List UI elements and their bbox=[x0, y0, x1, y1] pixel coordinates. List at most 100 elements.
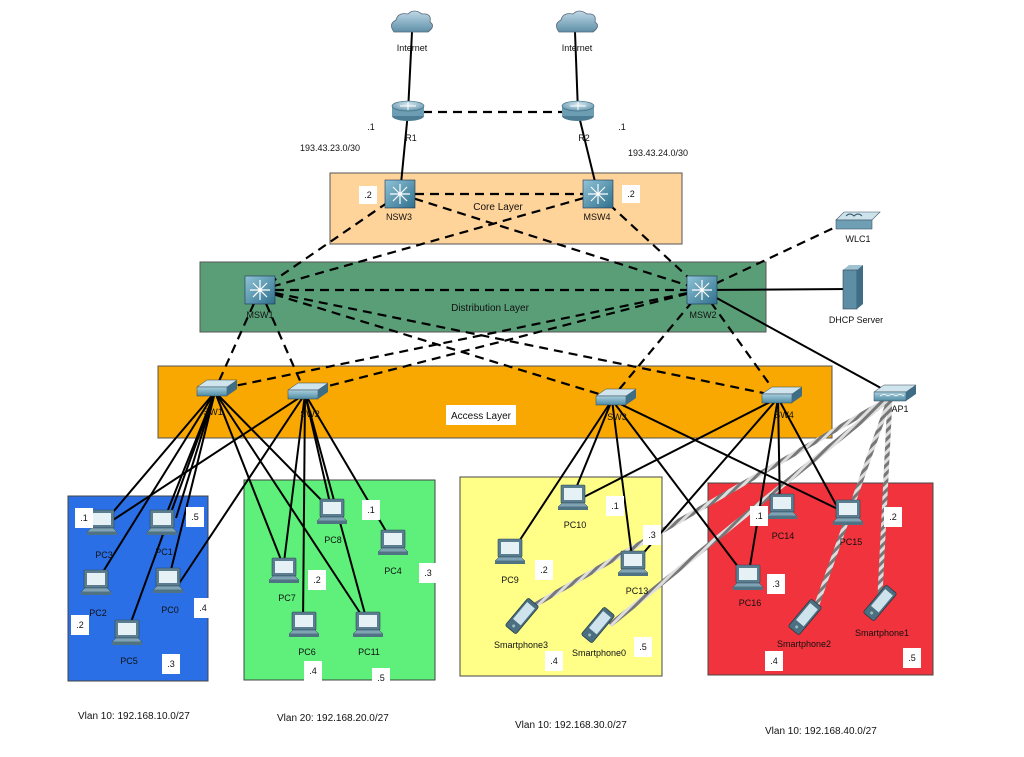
pc10-label: PC10 bbox=[564, 520, 587, 530]
host-id-tags: .1 .5 .2 .4 .3 .1 .3 .2 .4 .5 .1 .3 .2 .… bbox=[71, 496, 921, 688]
host-id-pc0: .4 bbox=[199, 603, 207, 613]
internet-label-2: Internet bbox=[562, 43, 593, 53]
host-id-pc3: .1 bbox=[80, 513, 88, 523]
r1-network-label: 193.43.23.0/30 bbox=[300, 143, 360, 153]
sw2-label: SW2 bbox=[300, 409, 320, 419]
multilayer-switch-icon-msw2[interactable] bbox=[686, 275, 718, 305]
computer-icon-pc7[interactable] bbox=[268, 557, 300, 583]
r1-host-id: .1 bbox=[367, 122, 375, 132]
vlan-yellow-label-box bbox=[510, 712, 626, 744]
ap1-label: AP1 bbox=[891, 404, 908, 414]
pc4-label: PC4 bbox=[384, 566, 402, 576]
router-icon-r2[interactable] bbox=[561, 100, 595, 121]
host-id-pc15: .2 bbox=[889, 512, 897, 522]
nsw3-host-id: .2 bbox=[364, 190, 372, 200]
pc-group bbox=[80, 484, 864, 645]
nsw3-label: NSW3 bbox=[386, 212, 412, 222]
switch-icon-sw3[interactable] bbox=[595, 388, 637, 406]
computer-icon-pc6[interactable] bbox=[288, 611, 320, 637]
pc14-label: PC14 bbox=[772, 531, 795, 541]
switch-icon-sw4[interactable] bbox=[761, 386, 803, 404]
host-id-smartphone2: .4 bbox=[770, 656, 778, 666]
sw4-label: SW4 bbox=[774, 410, 794, 420]
computer-icon-pc0[interactable] bbox=[152, 567, 184, 593]
vlan-red-label: Vlan 10: 192.168.40.0/27 bbox=[765, 726, 877, 737]
host-id-pc13: .3 bbox=[648, 530, 656, 540]
pc2-label: PC2 bbox=[89, 608, 107, 618]
host-id-smartphone1: .5 bbox=[908, 653, 916, 663]
smartphone-icon-smartphone2[interactable] bbox=[788, 599, 822, 636]
pc9-label: PC9 bbox=[501, 575, 519, 585]
pc8-label: PC8 bbox=[324, 535, 342, 545]
computer-icon-pc10[interactable] bbox=[557, 484, 589, 510]
computer-icon-pc8[interactable] bbox=[316, 498, 348, 524]
r1-host-box bbox=[362, 118, 380, 136]
pc0-label: PC0 bbox=[161, 605, 179, 615]
computer-icon-pc11[interactable] bbox=[352, 611, 384, 637]
msw4-label: MSW4 bbox=[584, 212, 611, 222]
host-id-pc6: .4 bbox=[309, 666, 317, 676]
r2-network-label: 193.43.24.0/30 bbox=[628, 148, 688, 158]
vlan-red-label-box bbox=[760, 718, 876, 747]
switch-icon-sw2[interactable] bbox=[287, 382, 329, 400]
computer-icon-pc16[interactable] bbox=[732, 564, 764, 590]
vlan-green-label: Vlan 20: 192.168.20.0/27 bbox=[277, 713, 389, 724]
wireless-controller-icon[interactable] bbox=[835, 211, 881, 230]
sw1-label: SW1 bbox=[203, 407, 223, 417]
pc16-label: PC16 bbox=[739, 598, 762, 608]
r2-host-id: .1 bbox=[618, 122, 626, 132]
router-icon-r1[interactable] bbox=[391, 100, 425, 121]
smartphone-icon-smartphone1[interactable] bbox=[863, 585, 897, 622]
msw2-label: MSW2 bbox=[690, 310, 717, 320]
nsw3-host-box bbox=[359, 186, 377, 204]
dhcp-server-label: DHCP Server bbox=[829, 315, 883, 325]
smartphone-icon-smartphone3[interactable] bbox=[505, 598, 539, 635]
host-id-pc10: .1 bbox=[611, 501, 619, 511]
smartphone-icon-smartphone0[interactable] bbox=[581, 607, 615, 644]
multilayer-switch-icon-msw1[interactable] bbox=[244, 275, 276, 305]
pc1-label: PC1 bbox=[155, 547, 173, 557]
computer-icon-pc9[interactable] bbox=[494, 538, 526, 564]
computer-icon-pc2[interactable] bbox=[80, 569, 112, 595]
vlan-green-label-box bbox=[272, 704, 392, 735]
host-id-smartphone3: .4 bbox=[550, 656, 558, 666]
smartphone0-label: Smartphone0 bbox=[572, 648, 626, 658]
access-layer-title-box bbox=[446, 405, 516, 425]
host-id-pc14: .1 bbox=[755, 511, 763, 521]
multilayer-switch-icon-nsw3[interactable] bbox=[384, 179, 416, 209]
wlc1-label: WLC1 bbox=[845, 234, 870, 244]
vlan-blue-label: Vlan 10: 192.168.10.0/27 bbox=[78, 711, 190, 722]
host-id-pc11: .5 bbox=[377, 673, 385, 683]
access-point-icon[interactable] bbox=[873, 384, 917, 402]
multilayer-switch-icon-msw4[interactable] bbox=[582, 179, 614, 209]
host-id-pc2: .2 bbox=[76, 620, 84, 630]
pc3-label: PC3 bbox=[95, 550, 113, 560]
dashed-links bbox=[213, 110, 843, 400]
switch-icon-sw1[interactable] bbox=[196, 379, 238, 397]
computer-icon-pc5[interactable] bbox=[111, 619, 143, 645]
computer-icon-pc13[interactable] bbox=[617, 550, 649, 576]
host-id-pc1: .5 bbox=[191, 512, 199, 522]
core-layer-title: Core Layer bbox=[473, 202, 523, 213]
host-id-smartphone0: .5 bbox=[639, 642, 647, 652]
computer-icon-pc1[interactable] bbox=[146, 509, 178, 535]
host-id-pc4: .3 bbox=[424, 568, 432, 578]
access-layer-zone bbox=[157, 365, 833, 439]
computer-icon-pc3[interactable] bbox=[86, 509, 118, 535]
vlan-yellow-label: Vlan 10: 192.168.30.0/27 bbox=[515, 720, 627, 731]
host-id-pc9: .2 bbox=[540, 565, 548, 575]
pc6-label: PC6 bbox=[298, 647, 316, 657]
smartphone2-label: Smartphone2 bbox=[777, 639, 831, 649]
internet-cloud-icon bbox=[391, 10, 433, 33]
pc5-label: PC5 bbox=[120, 656, 138, 666]
msw4-host-box bbox=[622, 185, 640, 203]
server-icon[interactable] bbox=[842, 265, 863, 310]
smartphone1-label: Smartphone1 bbox=[855, 628, 909, 638]
computer-icon-pc15[interactable] bbox=[832, 499, 864, 525]
computer-icon-pc14[interactable] bbox=[766, 493, 798, 519]
internet-label-1: Internet bbox=[397, 43, 428, 53]
smartphone-group bbox=[505, 585, 897, 644]
computer-icon-pc4[interactable] bbox=[377, 529, 409, 555]
internet-cloud-icon bbox=[556, 10, 598, 33]
